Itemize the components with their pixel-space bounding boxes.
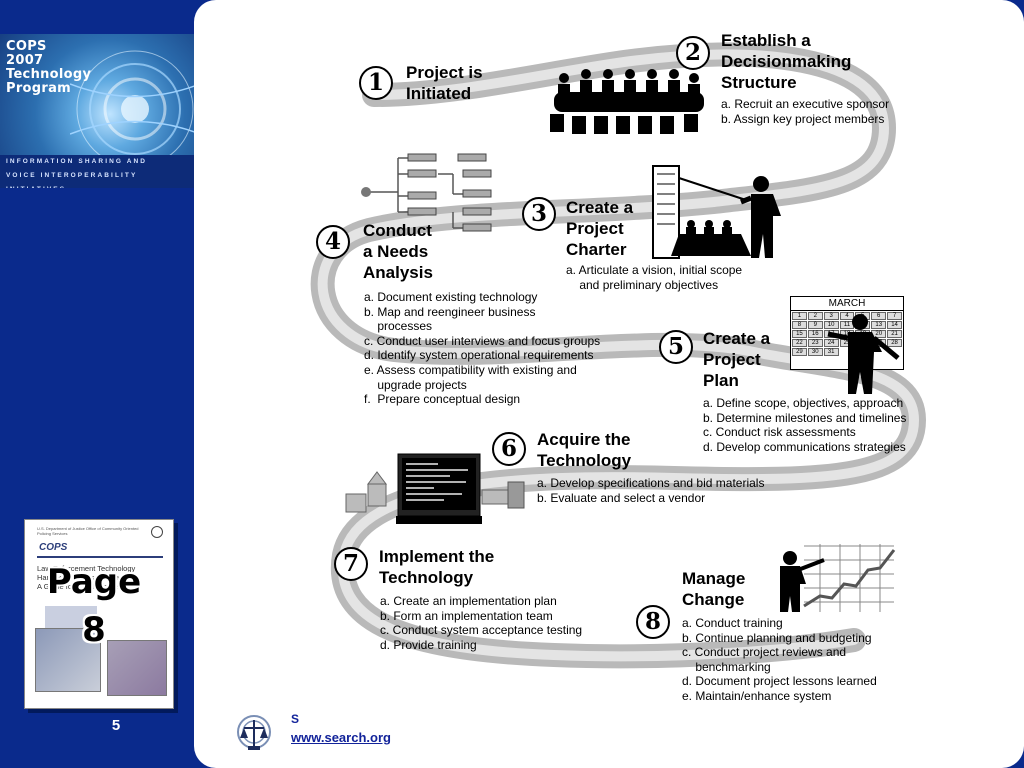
calendar-day: 31 <box>823 348 839 356</box>
calendar-day: 2 <box>807 312 823 320</box>
program-title-line: Program <box>6 81 72 96</box>
doj-seal-icon <box>151 526 163 538</box>
calendar-day: 14 <box>887 321 902 329</box>
step-title-5: Create a Project Plan <box>703 329 771 390</box>
page-reference: Page 8 <box>24 558 164 654</box>
step-title-2: Establish a Decisionmaking Structure <box>721 31 852 92</box>
program-title-line: 2007 <box>6 53 44 68</box>
cover-photo <box>35 628 101 692</box>
footer-org-name: S <box>291 712 300 726</box>
step-number-4: 4 <box>316 225 350 259</box>
initiative-line: INFORMATION SHARING AND <box>6 158 148 165</box>
step-number-1: 1 <box>359 66 393 100</box>
step-items-5: a. Define scope, objectives, approach b.… <box>703 396 907 454</box>
step-number-8: 8 <box>636 605 670 639</box>
winding-road-path <box>310 42 927 669</box>
calendar-month: MARCH <box>791 297 903 311</box>
step-title-3: Create a Project Charter <box>566 198 634 259</box>
cover-rule <box>37 556 163 558</box>
presenter-icon <box>652 165 781 259</box>
handbook-cover-image: U.S. Department of Justice Office of Com… <box>24 519 174 709</box>
cover-header: U.S. Department of Justice Office of Com… <box>37 526 139 536</box>
initiative-line: VOICE INTEROPERABILITY INITIATIVES <box>6 172 138 188</box>
page-reference-label: Page <box>46 562 142 602</box>
step-number-2: 2 <box>676 36 710 70</box>
cover-brand: COPS <box>39 542 68 553</box>
step-items-8: a. Conduct training b. Continue planning… <box>682 616 877 703</box>
footer-website-link[interactable]: www.search.org <box>291 730 391 745</box>
calendar-day: 1 <box>792 312 807 320</box>
calendar-day: 22 <box>792 339 807 347</box>
calendar-day: 6 <box>871 312 887 320</box>
meeting-table-icon <box>550 69 704 134</box>
calendar-day: 10 <box>823 321 839 329</box>
calendar-day: 28 <box>887 339 902 347</box>
step-number-5: 5 <box>659 330 693 364</box>
step-items-3: a. Articulate a vision, initial scope an… <box>566 263 743 292</box>
process-diagram-panel: MARCH 1234567891011121314151617181920212… <box>194 0 1024 768</box>
search-logo-icon <box>237 715 271 750</box>
cops-program-banner: COPS 2007 Technology Program INFORMATION… <box>0 34 196 188</box>
calendar-day: 24 <box>823 339 839 347</box>
growth-chart-icon <box>780 544 896 612</box>
cover-title: Law Enforcement Technology Handbook (Rev… <box>37 564 139 591</box>
calendar-day: 29 <box>792 348 807 356</box>
calendar-day: 16 <box>807 330 823 338</box>
cover-photo <box>45 606 97 628</box>
step-items-4: a. Document existing technology b. Map a… <box>364 290 601 407</box>
calendar-day: 9 <box>807 321 823 329</box>
step-number-3: 3 <box>522 197 556 231</box>
step-number-7: 7 <box>334 547 368 581</box>
step-items-2: a. Recruit an executive sponsor b. Assig… <box>721 97 890 126</box>
step-title-6: Acquire the Technology <box>537 430 632 470</box>
step-number-6: 6 <box>492 432 526 466</box>
program-title: COPS 2007 Technology Program <box>6 40 91 96</box>
step-title-4: Conduct a Needs Analysis <box>363 221 433 282</box>
program-title-line: COPS <box>6 39 47 54</box>
calendar-day: 21 <box>887 330 902 338</box>
calendar-day: 7 <box>887 312 902 320</box>
calendar-day: 30 <box>807 348 823 356</box>
calendar-day: 8 <box>792 321 807 329</box>
step-items-6: a. Develop specifications and bid materi… <box>537 476 765 505</box>
step-title-8: Manage Change <box>682 569 746 609</box>
calendar-day: 4 <box>839 312 855 320</box>
computer-network-icon <box>345 453 525 524</box>
page-reference-number: 8 <box>82 610 106 650</box>
initiatives-strip: INFORMATION SHARING AND VOICE INTEROPERA… <box>0 155 196 188</box>
slide-number: 5 <box>111 717 121 734</box>
flowchart-icon <box>361 153 492 232</box>
step-items-7: a. Create an implementation plan b. Form… <box>380 594 583 652</box>
calendar-day: 23 <box>807 339 823 347</box>
step-title-1: Project is Initiated <box>406 63 483 103</box>
step-title-7: Implement the Technology <box>379 547 495 587</box>
calendar-day: 13 <box>871 321 887 329</box>
program-title-line: Technology <box>6 67 92 82</box>
calendar-day: 15 <box>792 330 807 338</box>
planner-figure-icon <box>827 314 900 394</box>
cover-photo <box>107 640 167 696</box>
calendar-day: 3 <box>823 312 839 320</box>
